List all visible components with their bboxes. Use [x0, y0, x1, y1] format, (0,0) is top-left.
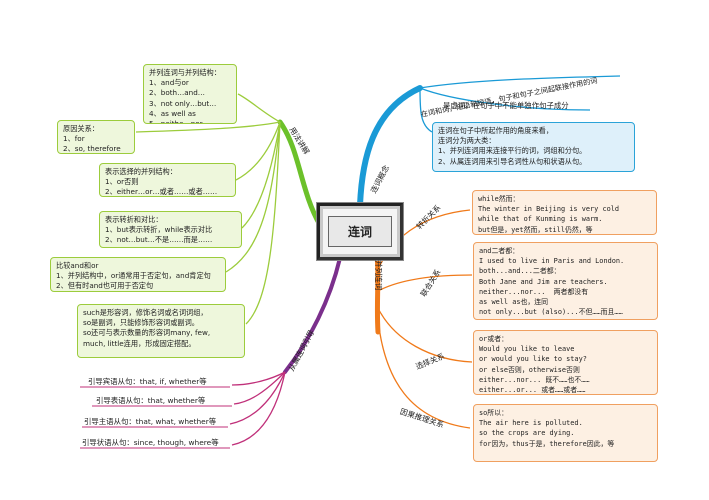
coord-box-link: and二者都： I used to live in Paris and Lond… [473, 242, 658, 320]
coord-line-4 [377, 319, 471, 429]
usage-box-parallel: 并列连词与并列结构： 1、and与or 2、both…and… 3、not on… [143, 64, 237, 124]
usage-box-contrast: 表示转折和对比： 1、but表示转折，while表示对比 2、not…but…不… [99, 211, 242, 248]
usage-line-3 [235, 121, 281, 181]
concept-line-2 [419, 87, 591, 111]
central-topic-board[interactable]: 连词 [317, 203, 403, 260]
subord-item-object-clause: 引导宾语从句：that, if, whether等 [88, 377, 207, 386]
coord-box-turn: while然而： The winter in Beijing is very c… [472, 190, 657, 235]
usage-line-5 [225, 121, 281, 273]
usage-line-6 [245, 121, 281, 325]
coord-box-cause: so所以： The air here is polluted. so the c… [473, 404, 658, 462]
subord-line-3 [229, 371, 286, 425]
usage-box-reason: 原因关系： 1、for 2、so, therefore [57, 120, 135, 154]
concept-detail-box: 连词在句子中所起作用的角度来看， 连词分为两大类： 1、并列连词用来连接平行的词… [432, 122, 635, 172]
usage-line-4 [241, 121, 281, 229]
subord-item-predicative-clause: 引导表语从句：that, whether等 [96, 396, 206, 405]
coord-line-2 [379, 274, 473, 291]
subord-trunk [283, 256, 342, 374]
usage-line-2 [135, 121, 281, 133]
subord-item-subject-clause: 引导主语从句：that, what, whether等 [84, 417, 217, 426]
subord-line-4 [231, 371, 286, 446]
concept-definition-2: 是虚词，在句子中不能单独作句子成分 [443, 101, 569, 110]
coord-line-3 [378, 309, 473, 363]
concept-line-3 [419, 87, 433, 133]
coord-line-1 [377, 209, 471, 271]
usage-trunk [277, 119, 323, 228]
concept-line-1 [419, 75, 621, 89]
usage-line-1 [237, 93, 281, 123]
usage-box-compare: 比较and和or 1、并列结构中，or通常用于否定句，and肯定句 2、但有时a… [50, 257, 226, 292]
usage-box-such-so: such是形容词，修饰名词或名词词组， so是副词，只能修饰形容词或副词。 so… [77, 304, 245, 358]
branch-label-coord: 并列连词 [374, 260, 383, 291]
coord-box-choice: or或者： Would you like to leave or would y… [473, 330, 658, 395]
central-topic-label: 连词 [328, 216, 392, 247]
usage-box-choice: 表示选择的并列结构： 1、or否则 2、either…or…或者……或者…… [99, 163, 236, 197]
subord-line-1 [231, 371, 286, 386]
subord-line-2 [233, 371, 286, 405]
concept-trunk [357, 85, 423, 208]
subord-item-adverbial-clause: 引导状语从句：since, though, where等 [82, 438, 219, 447]
